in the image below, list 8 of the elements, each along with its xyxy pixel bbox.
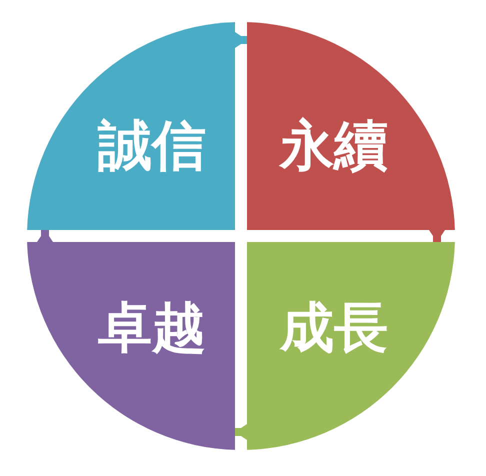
- arrow: [429, 230, 445, 242]
- segment-label: 永續: [280, 119, 388, 173]
- arrow: [235, 32, 247, 48]
- segment-label: 誠信: [98, 119, 206, 173]
- segment-label: 卓越: [98, 301, 206, 355]
- segment-label: 成長: [280, 301, 388, 355]
- arrow: [235, 424, 247, 440]
- arrow: [37, 230, 53, 242]
